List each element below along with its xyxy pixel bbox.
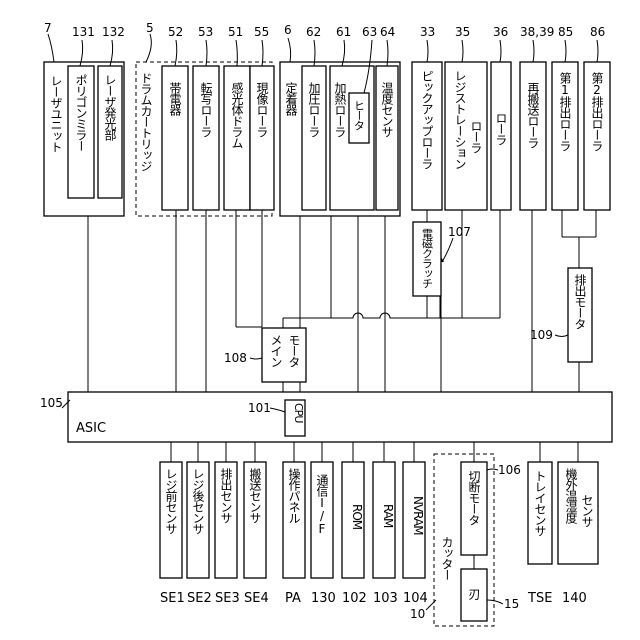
ref-106: 106 [498, 463, 521, 477]
ref-85: 85 [558, 25, 573, 39]
discharge-motor-label: 排出モータ [573, 274, 587, 330]
heat-roller-label: 加熱ローラ [333, 82, 347, 138]
ref-130: 130 [311, 591, 336, 606]
ref-109: 109 [530, 328, 553, 342]
refeed-roller-label: 再搬送ローラ [526, 82, 540, 149]
ram-label: RAM [381, 504, 395, 528]
ref-6: 6 [284, 23, 292, 37]
rom-label: ROM [350, 504, 364, 530]
ref-7: 7 [44, 21, 52, 35]
heater-label: ヒータ [353, 100, 366, 131]
ref-86: 86 [590, 25, 605, 39]
ref-36: 36 [493, 25, 508, 39]
discharge-roller-2-label: 第2排出ローラ [590, 72, 604, 152]
laser-unit-label: レーザユニット [49, 75, 63, 152]
drum-cartridge-label: ドラムカートリッジ [139, 72, 153, 171]
ref-se4: SE4 [244, 591, 269, 606]
registration-roller-label-2: ローラ [469, 120, 483, 154]
ref-10: 10 [410, 607, 425, 621]
ext-temp-sensor-label-2: センサ [580, 494, 594, 528]
develop-roller-label: 現像ローラ [255, 82, 269, 138]
ref-61: 61 [336, 25, 351, 39]
ref-102: 102 [342, 591, 367, 606]
ref-se3: SE3 [215, 591, 240, 606]
ref-64: 64 [380, 25, 395, 39]
temp-sensor-label: 温度センサ [380, 82, 394, 138]
ref-107: 107 [448, 225, 471, 239]
ref-52: 52 [168, 25, 183, 39]
pressure-roller-label: 加圧ローラ [307, 82, 321, 138]
pickup-roller-label: ピックアップローラ [420, 70, 434, 170]
ref-62: 62 [306, 25, 321, 39]
reg-front-sensor-label: レジ前センサ [164, 468, 178, 535]
control-panel-label: 操作パネル [287, 467, 301, 523]
ref-63: 63 [362, 25, 377, 39]
registration-roller-label-1: レジストレーション [453, 70, 467, 169]
asic-box [68, 392, 612, 442]
ref-140: 140 [562, 591, 587, 606]
ref-55: 55 [254, 25, 269, 39]
ref-5: 5 [146, 21, 154, 35]
polygon-mirror-label: ポリゴンミラー [74, 74, 88, 151]
asic-label: ASIC [76, 421, 106, 436]
ref-101: 101 [248, 401, 271, 415]
ref-108: 108 [224, 351, 247, 365]
laser-emitter-label: レーザ発光部 [103, 74, 117, 141]
ref-15: 15 [504, 597, 519, 611]
tray-sensor-label: トレイセンサ [533, 470, 547, 537]
ref-53: 53 [198, 25, 213, 39]
ref-105: 105 [40, 396, 63, 410]
ref-103: 103 [373, 591, 398, 606]
photo-drum-label: 感光体ドラム [230, 81, 244, 149]
em-clutch-label: 電磁クラッチ [421, 228, 434, 289]
nvram-label: NVRAM [411, 496, 425, 535]
ext-temp-sensor-label-1: 機外温湿度 [564, 467, 578, 524]
ref-33: 33 [420, 25, 435, 39]
ref-51: 51 [228, 25, 243, 39]
charger-label: 帯電器 [168, 82, 182, 117]
discharge-sensor-label: 排出センサ [219, 468, 233, 524]
comm-if-label: 通信I/F [315, 474, 329, 535]
main-motor-label-1: メイン [269, 334, 283, 367]
ref-pa: PA [285, 591, 301, 606]
ref-tse: TSE [527, 591, 552, 606]
transfer-roller-label: 転写ローラ [199, 82, 213, 138]
ref-35: 35 [455, 25, 470, 39]
ref-38-39: 38,39 [520, 25, 554, 39]
ref-se2: SE2 [187, 591, 212, 606]
ref-104: 104 [403, 591, 428, 606]
discharge-roller-1-label: 第1排出ローラ [558, 72, 572, 152]
transport-sensor-label: 搬送センサ [248, 467, 262, 524]
ref-132: 132 [102, 25, 125, 39]
ref-131: 131 [72, 25, 95, 39]
roller-label: ローラ [494, 112, 508, 146]
reg-rear-sensor-label: レジ後センサ [191, 468, 205, 535]
cpu-label: CPU [292, 403, 305, 423]
blade-label: 刃 [467, 588, 481, 600]
fuser-label: 定着器 [284, 81, 298, 117]
cut-motor-label: 切断モータ [467, 470, 481, 526]
ref-se1: SE1 [160, 591, 185, 606]
cutter-label: カッター [440, 536, 454, 580]
main-motor-label-2: モータ [287, 334, 301, 368]
